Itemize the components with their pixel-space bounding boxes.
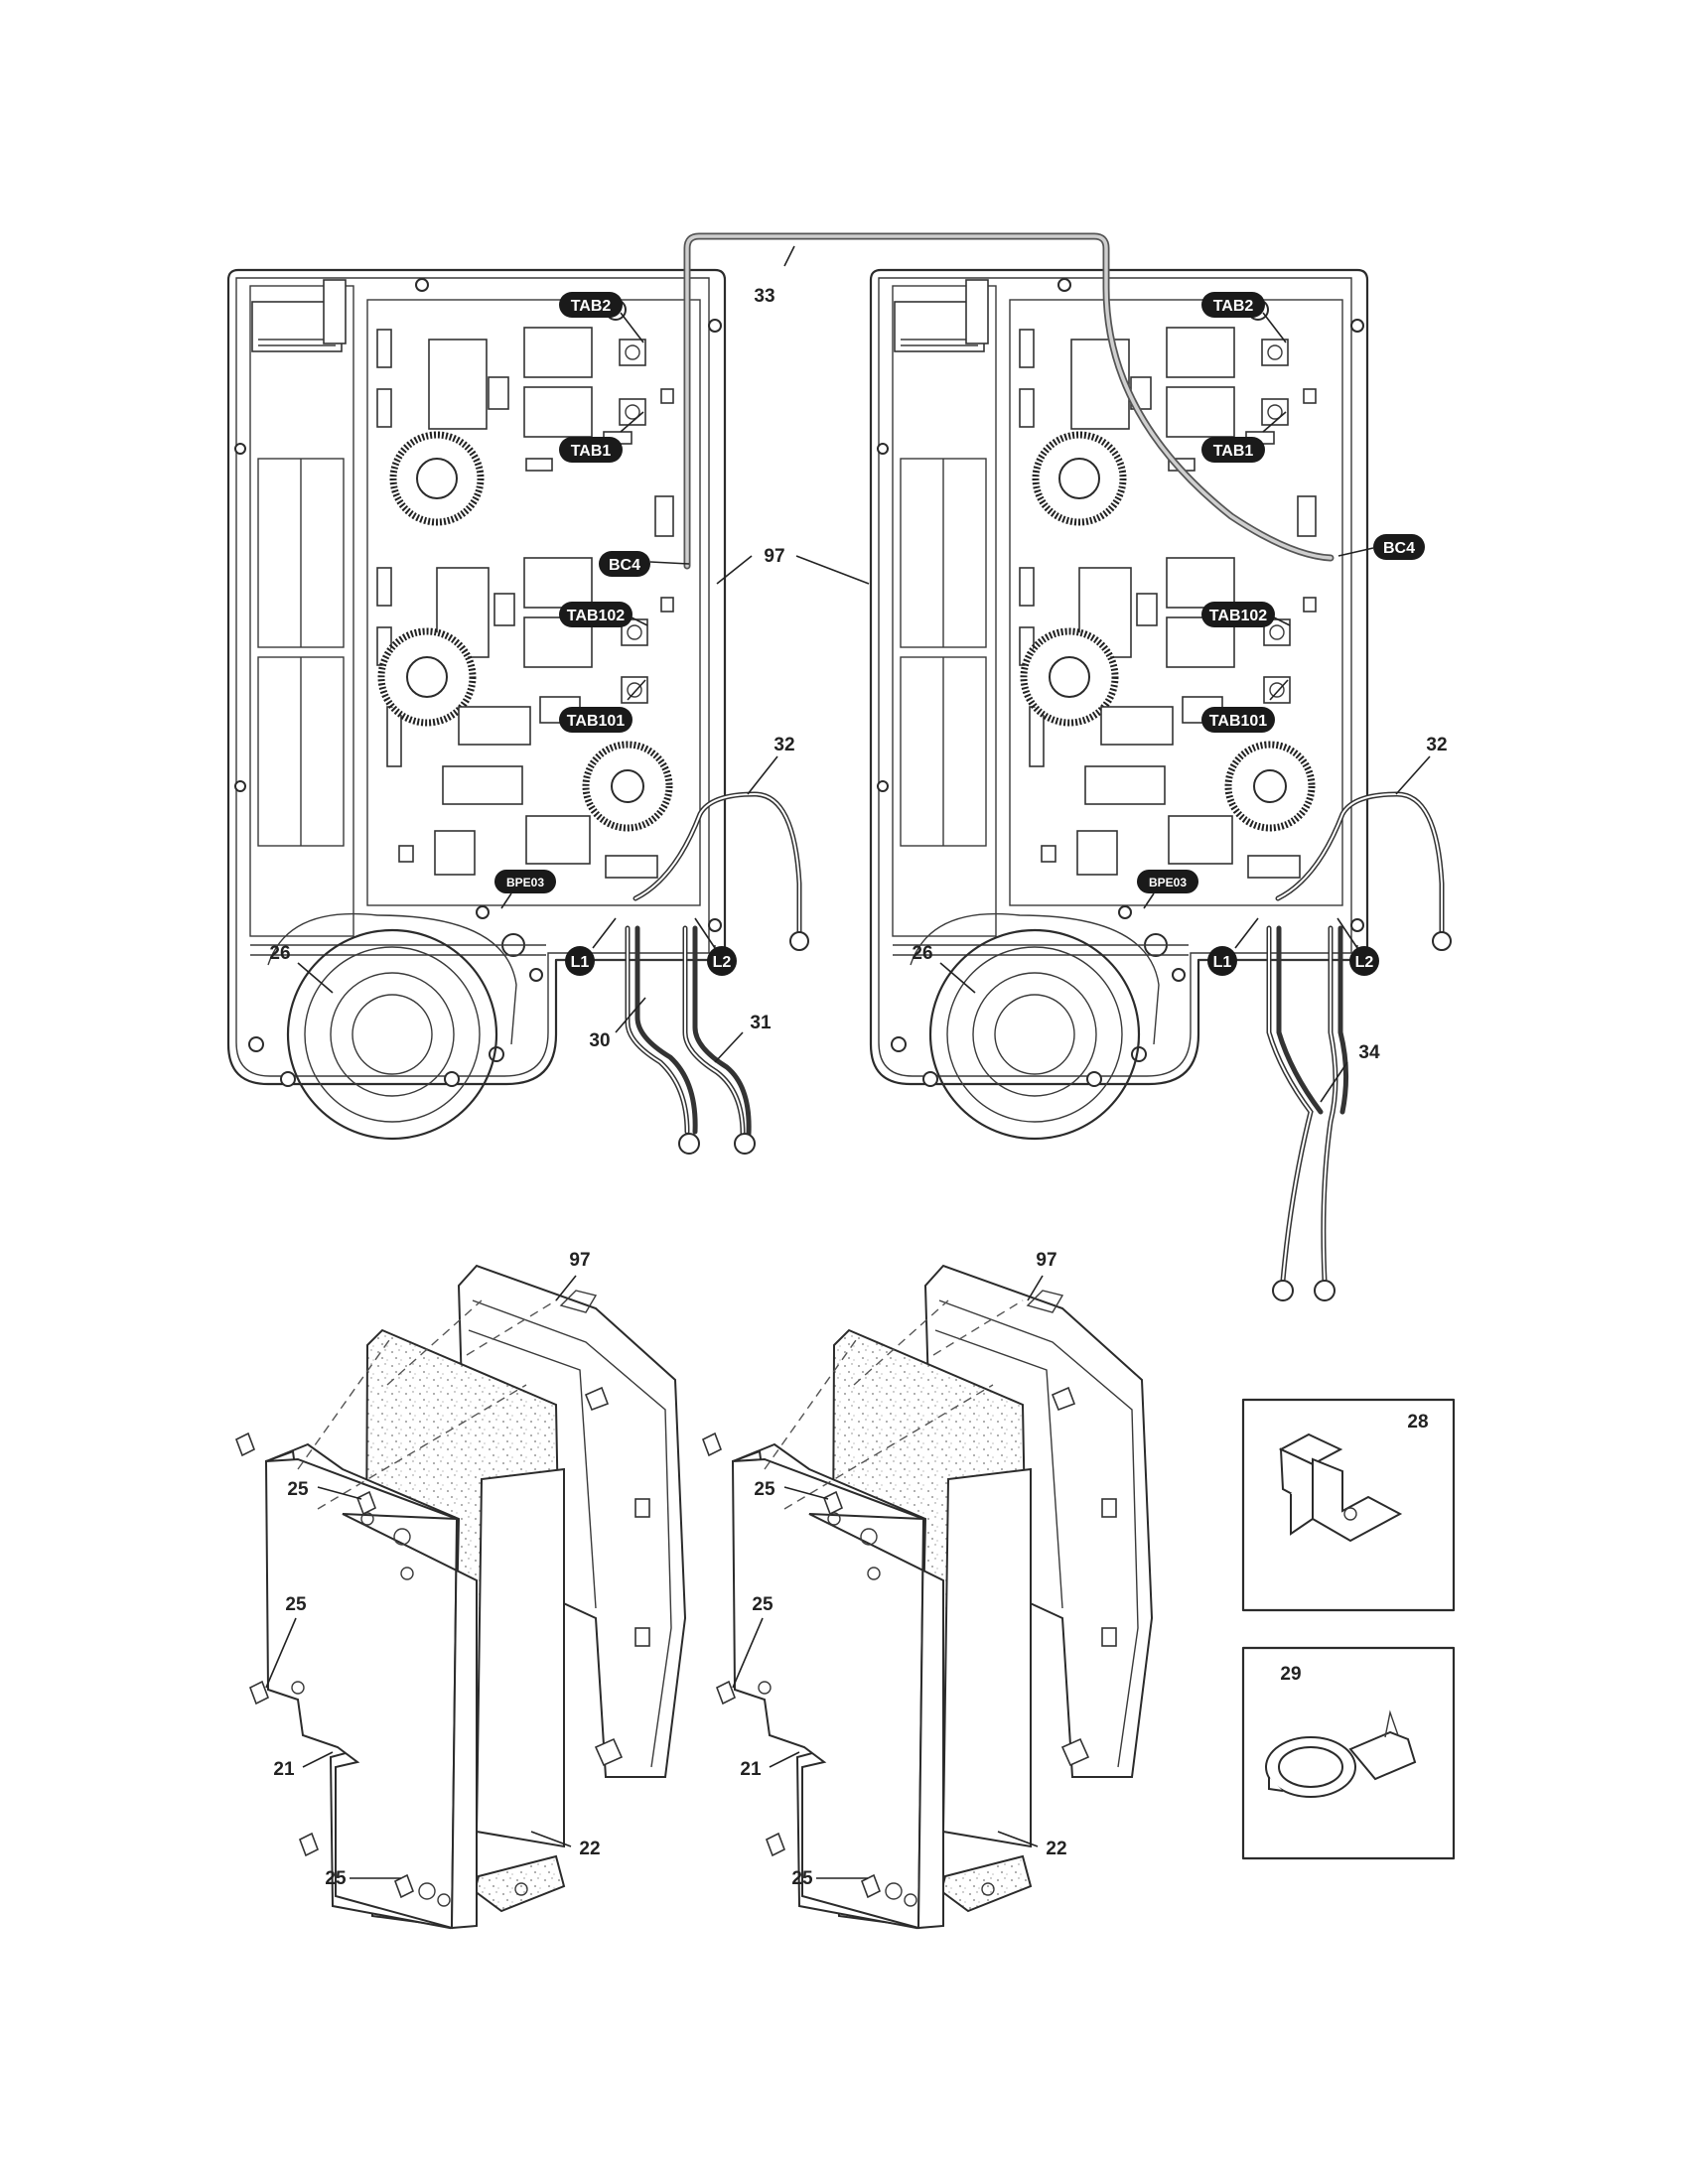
callout-25-left-2: 25 <box>285 1594 307 1615</box>
callout-97-bottom-right: 97 <box>1036 1250 1056 1271</box>
tag-tab101-right: TAB101 <box>1201 707 1275 733</box>
svg-text:BC4: BC4 <box>1383 540 1415 557</box>
svg-text:BC4: BC4 <box>609 557 640 574</box>
tag-tab102-right: TAB102 <box>1201 602 1275 627</box>
callout-22-left: 22 <box>579 1839 600 1859</box>
svg-text:L1: L1 <box>571 954 590 971</box>
control-board-left <box>228 270 725 1139</box>
callout-26-right: 26 <box>912 943 932 964</box>
ground-wire-32-left <box>633 791 809 951</box>
tag-tab1-left: TAB1 <box>559 437 623 463</box>
tag-bc4-left: BC4 <box>599 551 650 577</box>
callout-21-left: 21 <box>273 1759 295 1780</box>
tag-tab102-left: TAB102 <box>559 602 633 627</box>
callout-25-left-3: 25 <box>325 1868 347 1889</box>
svg-text:TAB102: TAB102 <box>567 608 625 624</box>
svg-text:L1: L1 <box>1213 954 1232 971</box>
callout-33: 33 <box>754 286 774 307</box>
callout-29: 29 <box>1280 1664 1301 1685</box>
power-leads-34 <box>1266 925 1349 1301</box>
callout-21-right: 21 <box>740 1759 762 1780</box>
svg-text:TAB101: TAB101 <box>1209 713 1267 730</box>
tag-tab2-right: TAB2 <box>1201 292 1265 318</box>
tag-bc4-right: BC4 <box>1373 534 1425 560</box>
tag-l1-left: L1 <box>565 946 595 976</box>
svg-text:TAB102: TAB102 <box>1209 608 1267 624</box>
tag-l2-left: L2 <box>707 946 737 976</box>
tag-tab101-left: TAB101 <box>559 707 633 733</box>
svg-text:TAB2: TAB2 <box>1213 298 1254 315</box>
inset-part-29 <box>1241 1646 1456 1860</box>
callout-28: 28 <box>1407 1412 1428 1433</box>
svg-text:BPE03: BPE03 <box>1149 876 1187 889</box>
callout-22-right: 22 <box>1046 1839 1066 1859</box>
svg-text:BPE03: BPE03 <box>506 876 544 889</box>
tag-tab1-right: TAB1 <box>1201 437 1265 463</box>
svg-text:TAB101: TAB101 <box>567 713 625 730</box>
callout-25-left-1: 25 <box>287 1479 309 1500</box>
callout-25-right-1: 25 <box>754 1479 775 1500</box>
ground-wire-32-right <box>1275 791 1452 951</box>
callout-25-right-3: 25 <box>791 1868 813 1889</box>
tag-bpe03-right: BPE03 <box>1137 870 1198 893</box>
control-board-right <box>871 270 1367 1139</box>
inset-part-28 <box>1241 1398 1456 1612</box>
svg-text:TAB2: TAB2 <box>571 298 612 315</box>
cable-33 <box>683 232 1335 570</box>
svg-text:TAB1: TAB1 <box>1213 443 1254 460</box>
svg-text:L2: L2 <box>713 954 732 971</box>
callout-25-right-2: 25 <box>752 1594 774 1615</box>
callout-97-top: 97 <box>764 546 784 567</box>
callout-97-bottom-left: 97 <box>569 1250 590 1271</box>
callout-32-left: 32 <box>774 735 794 755</box>
callout-26-left: 26 <box>269 943 290 964</box>
callout-34: 34 <box>1358 1042 1380 1063</box>
callout-31: 31 <box>750 1013 772 1033</box>
power-leads-30-31 <box>625 925 756 1155</box>
svg-text:TAB1: TAB1 <box>571 443 612 460</box>
callout-30: 30 <box>589 1030 610 1051</box>
tag-bpe03-left: BPE03 <box>494 870 556 893</box>
tag-l1-right: L1 <box>1207 946 1237 976</box>
exploded-assembly-left <box>234 1264 687 1930</box>
svg-text:L2: L2 <box>1355 954 1374 971</box>
callout-32-right: 32 <box>1426 735 1447 755</box>
tag-l2-right: L2 <box>1349 946 1379 976</box>
tag-tab2-left: TAB2 <box>559 292 623 318</box>
